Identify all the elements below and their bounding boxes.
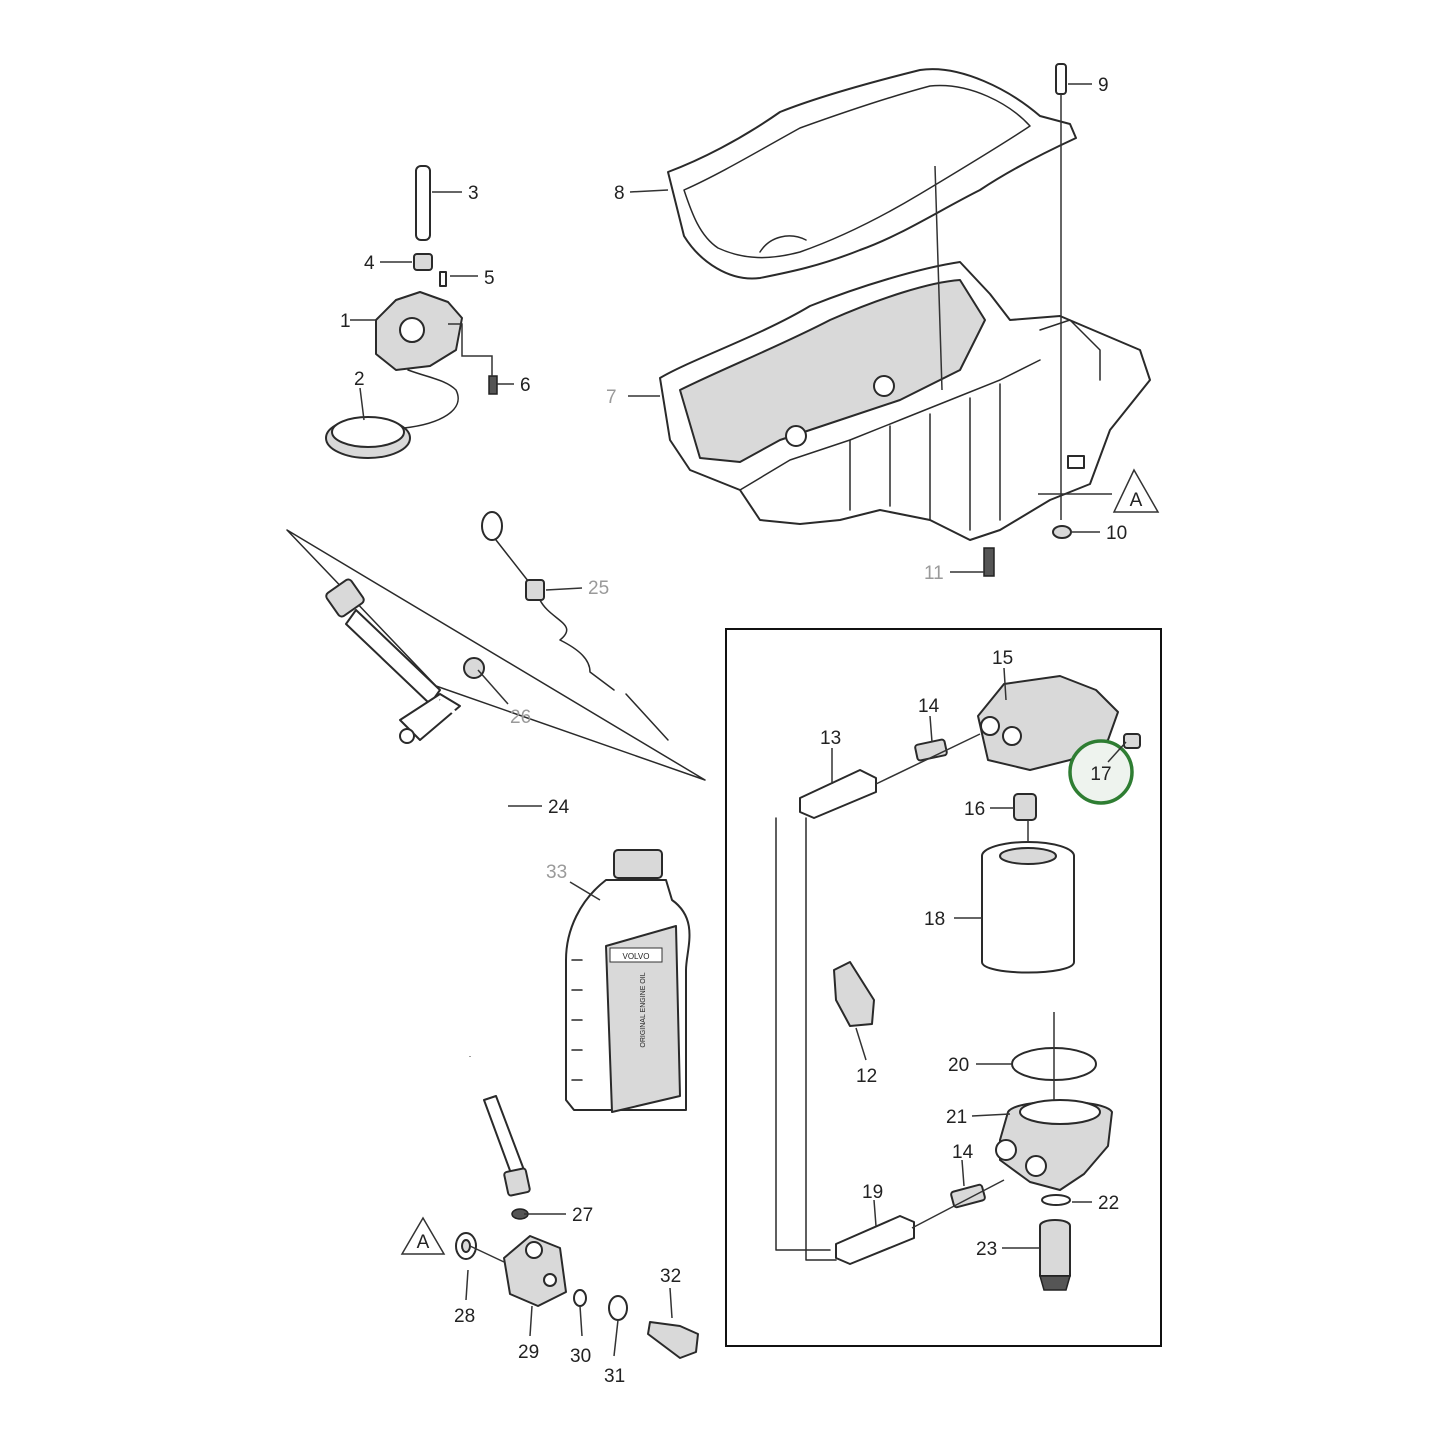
callout-3[interactable]: 3 [468,183,479,204]
callout-17[interactable]: 17 [1090,764,1111,785]
part-10-washer [1052,525,1072,539]
callout-15[interactable]: 15 [992,648,1013,669]
part-31-seal [608,1295,628,1321]
callout-20[interactable]: 20 [948,1055,969,1076]
callout-32[interactable]: 32 [660,1266,681,1287]
part-25-dipstick [481,511,669,741]
callout-5[interactable]: 5 [484,268,495,289]
callout-6[interactable]: 6 [520,375,531,396]
callout-11[interactable]: 11 [924,563,944,584]
callout-18[interactable]: 18 [924,909,945,930]
part-11-bolt [983,547,995,577]
callout-30[interactable]: 30 [570,1346,591,1367]
part-23-bolt [1039,1219,1071,1277]
callout-1[interactable]: 1 [340,311,351,332]
svg-text:A: A [1130,490,1143,511]
callout-7[interactable]: 7 [606,387,617,408]
callout-8[interactable]: 8 [614,183,625,204]
bottle-brand: VOLVO [623,952,650,961]
part-7-oil-pan [659,261,1151,541]
oil-pump-assembly [325,165,498,459]
callout-leaders [350,83,1127,1357]
callout-29[interactable]: 29 [518,1342,539,1363]
part-12-clamp [833,961,875,1027]
part-3-tube [415,165,431,241]
part-14-adapter-lower [950,1183,986,1209]
callout-14-upper[interactable]: 14 [918,696,940,717]
part-32-bolt [647,1321,699,1359]
part-17-nut [1123,733,1141,749]
callout-labels: 1 2 3 4 5 6 7 8 9 10 11 12 13 14 14 15 1… [340,75,1127,1387]
callout-28[interactable]: 28 [454,1306,475,1327]
callout-26[interactable]: 26 [510,707,531,728]
part-14-adapter-upper [914,738,948,762]
part-27-hose [483,1095,525,1177]
svg-text:A: A [417,1232,430,1253]
callout-22[interactable]: 22 [1098,1193,1119,1214]
part-8-gasket [667,68,1077,280]
callout-25[interactable]: 25 [588,578,609,599]
part-13-pipe [799,769,877,819]
callout-2[interactable]: 2 [354,369,365,390]
callout-16[interactable]: 16 [964,799,985,820]
part-16-nipple [1013,793,1037,821]
reference-marker-A-fitting: A [400,1216,446,1255]
callout-19[interactable]: 19 [862,1182,883,1203]
callout-33[interactable]: 33 [546,862,567,883]
part-30-seal [573,1289,587,1307]
oil-filter-detail-frame [725,628,1162,1347]
callout-27[interactable]: 27 [572,1205,593,1226]
callout-9[interactable]: 9 [1098,75,1109,96]
highlight-ring-17[interactable] [1068,739,1134,805]
part-24-tube-cap [325,578,365,618]
part-19-pipe [835,1215,915,1265]
part-4-bushing [413,253,433,271]
callout-14-lower[interactable]: 14 [952,1142,974,1163]
part-22-seal [1041,1194,1071,1206]
part-5-pin [439,271,447,287]
callout-24[interactable]: 24 [548,797,570,818]
callout-21[interactable]: 21 [946,1107,967,1128]
callout-31[interactable]: 31 [604,1366,625,1387]
part-29-union [503,1235,567,1307]
callout-13[interactable]: 13 [820,728,841,749]
callout-23[interactable]: 23 [976,1239,997,1260]
callout-12[interactable]: 12 [856,1066,877,1087]
part-18-oil-filter [981,855,1075,974]
part-26-grommet [463,657,485,679]
reference-marker-A-pan: A [1038,468,1160,513]
callout-4[interactable]: 4 [364,253,375,274]
part-6-bolt [488,375,498,395]
callout-10[interactable]: 10 [1106,523,1127,544]
part-33-oil-bottle: VOLVO ORIGINAL ENGINE OIL [565,849,691,1113]
part-9-stud [1055,63,1067,95]
bottle-product-label: ORIGINAL ENGINE OIL [640,972,647,1047]
oil-filter-assembly [775,675,1141,1291]
